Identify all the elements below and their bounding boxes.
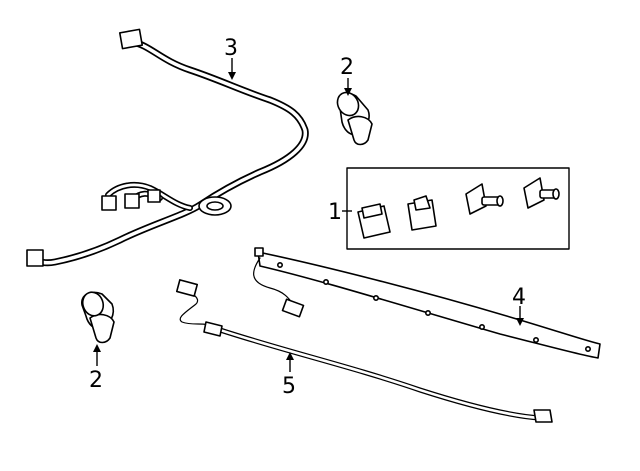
callout-sensor-left-label: 2: [89, 368, 103, 393]
callout-extension-harness-label: 5: [282, 374, 296, 399]
callout-retainers-label: 1: [328, 200, 342, 225]
sensor-bracket-strip[interactable]: [253, 247, 601, 359]
wiring-harness[interactable]: [26, 28, 309, 267]
callout-bracket-strip-label: 4: [512, 285, 526, 310]
callout-sensor-right-label: 2: [340, 55, 354, 80]
callout-arrows: [93, 58, 524, 372]
parking-sensor-right[interactable]: [333, 89, 373, 146]
callout-harness-label: 3: [224, 36, 238, 61]
extension-harness[interactable]: [175, 279, 553, 423]
parking-sensor-left[interactable]: [79, 289, 115, 344]
retainer-set[interactable]: [346, 167, 570, 250]
bracket-holes: [276, 261, 591, 352]
